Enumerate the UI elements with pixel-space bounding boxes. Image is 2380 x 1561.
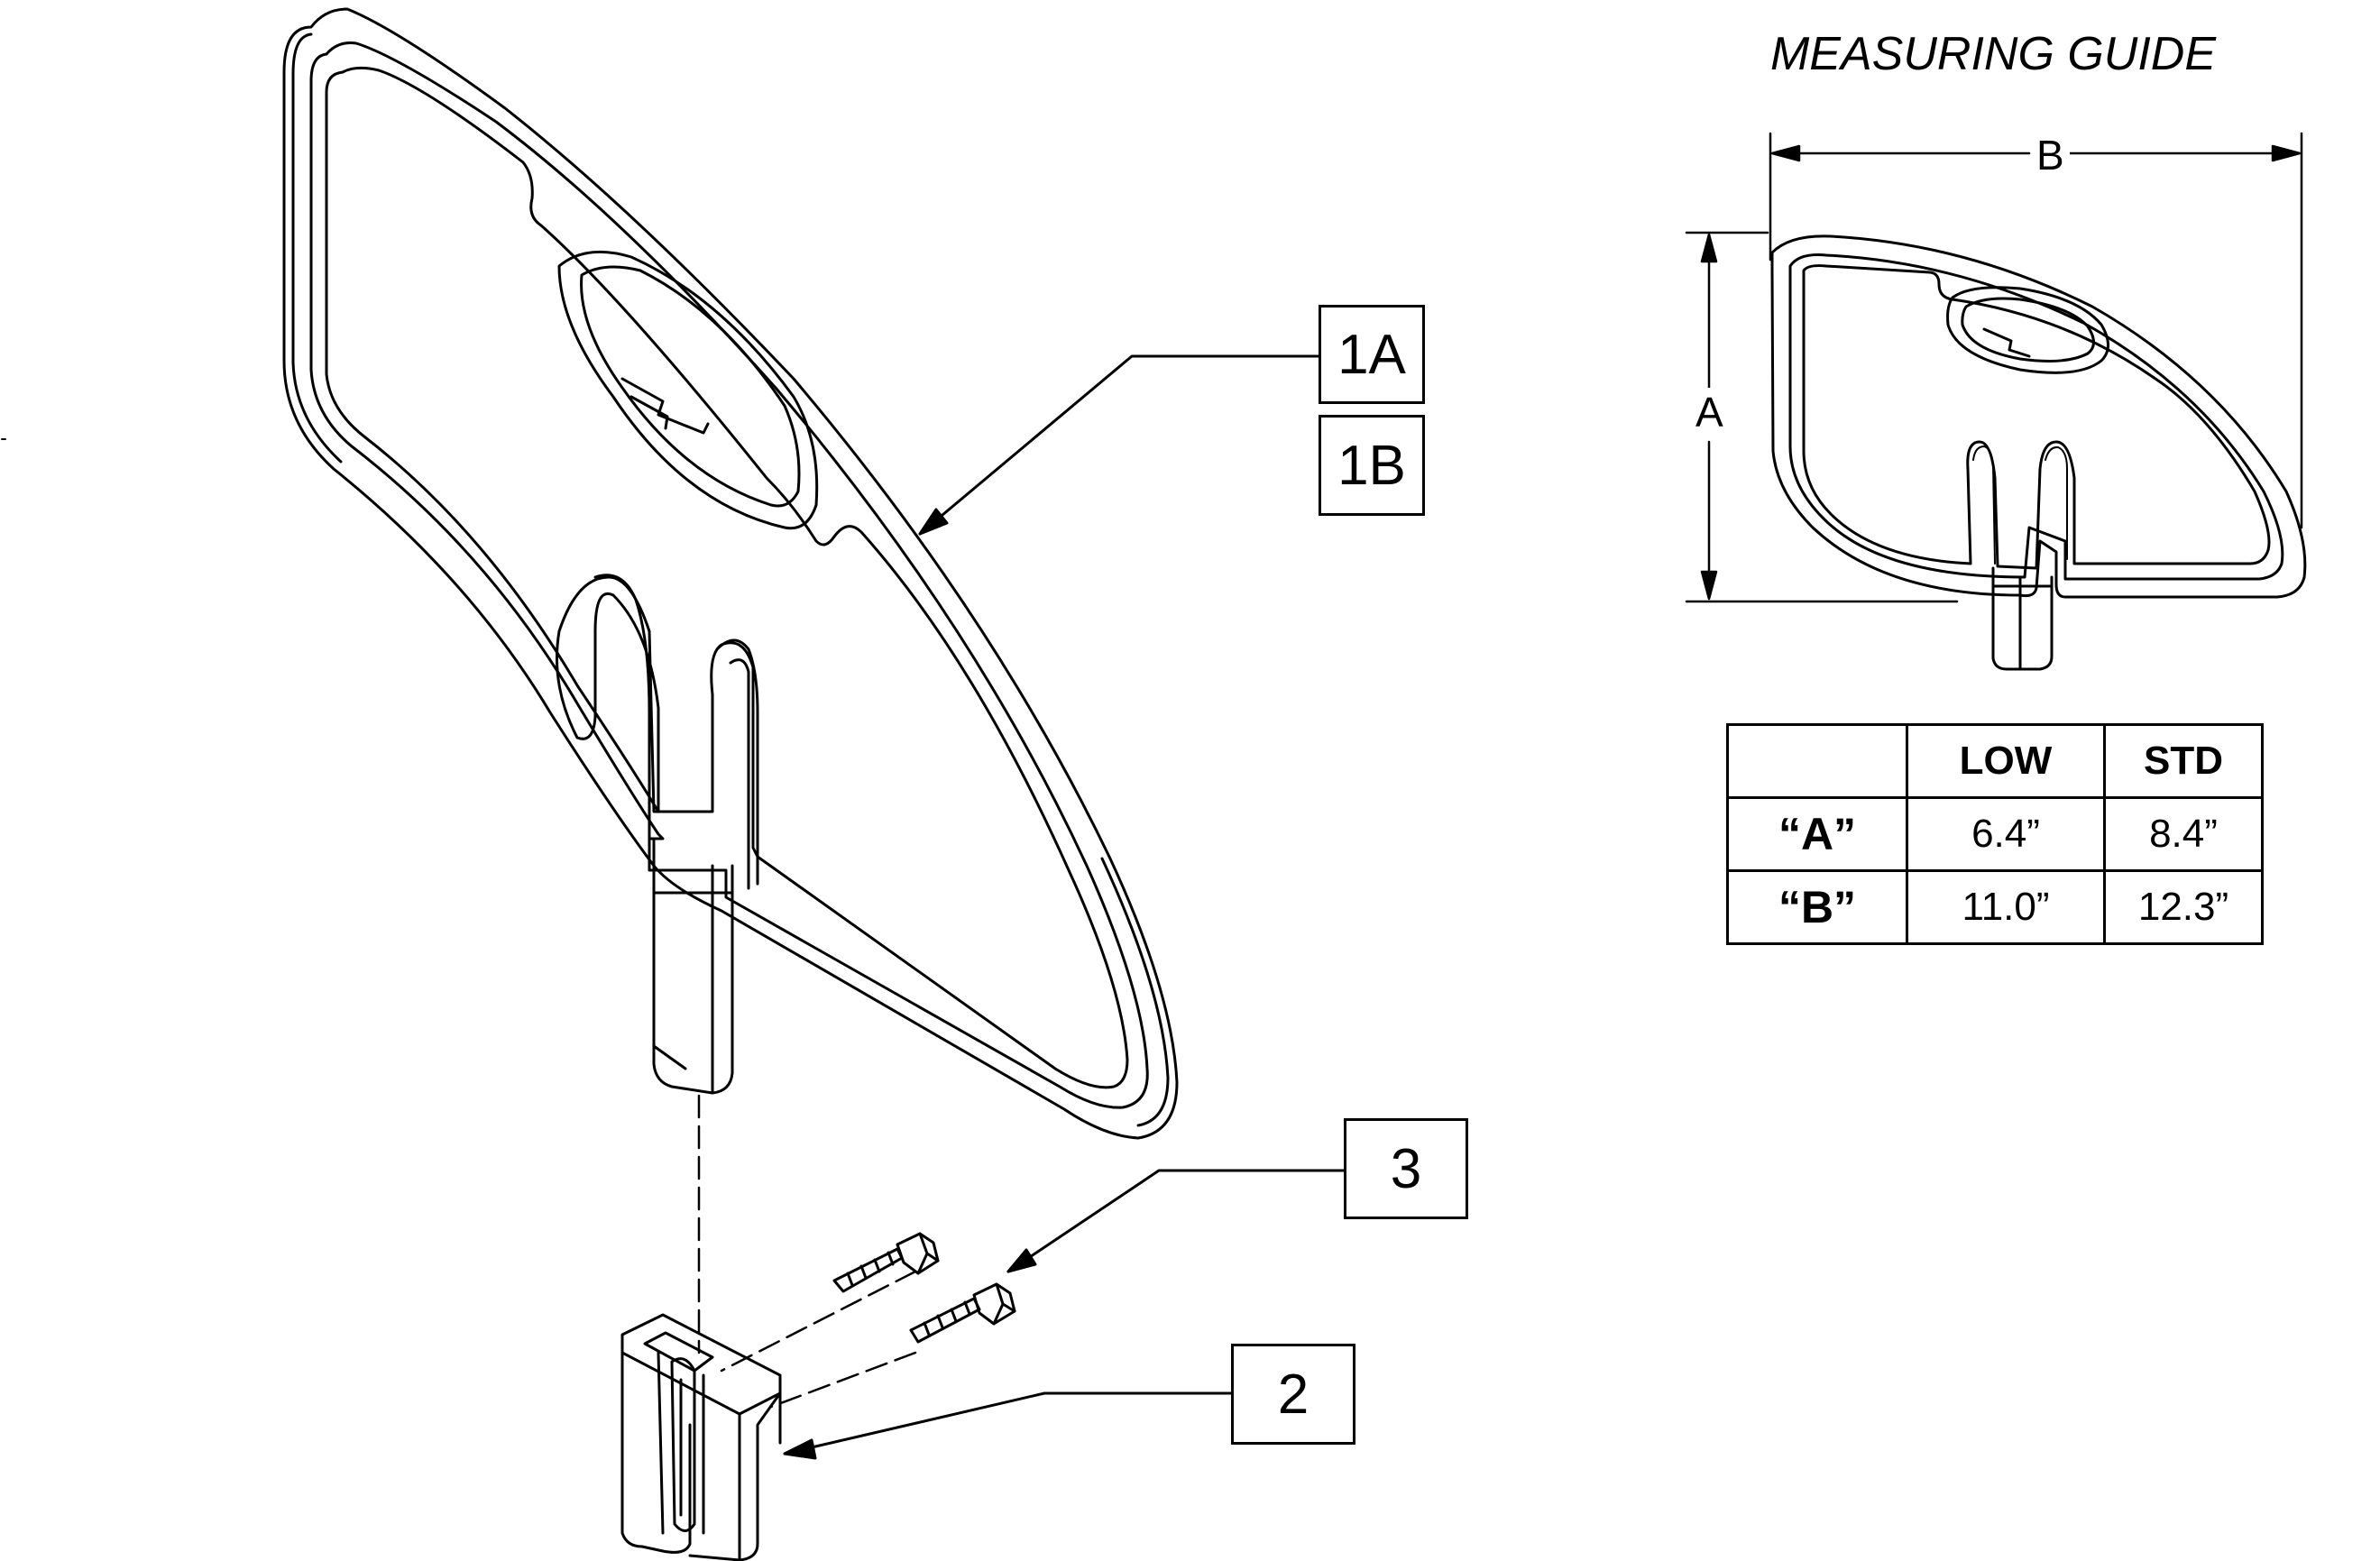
row-label: “B” <box>1726 869 1908 945</box>
table-cell: 8.4” <box>2103 796 2264 872</box>
table-header-cell: LOW <box>1906 723 2106 799</box>
callout-3: 3 <box>1344 1118 1468 1219</box>
measuring-guide-drawing <box>1770 234 2307 671</box>
table-header-row: LOW STD <box>1726 723 2264 799</box>
table-cell: 11.0” <box>1906 869 2106 945</box>
leader-lines <box>783 354 1346 1460</box>
table-header-cell: STD <box>2103 723 2264 799</box>
receiver-bracket <box>620 1313 782 1561</box>
assembly-guide-line <box>769 1351 917 1409</box>
callout-1b: 1B <box>1319 415 1425 516</box>
table-row: “B” 11.0” 12.3” <box>1726 869 2264 945</box>
screw <box>909 1282 1016 1344</box>
screw <box>832 1232 940 1293</box>
callout-1a: 1A <box>1319 305 1425 404</box>
table-cell: 12.3” <box>2103 869 2264 945</box>
assembly-guide-line <box>720 1270 917 1373</box>
measuring-guide-title: MEASURING GUIDE <box>1769 28 2217 80</box>
armrest-panel <box>282 7 1179 1140</box>
size-table: LOW STD “A” 6.4” 8.4” “B” 11.0” 12.3” <box>1726 723 2264 945</box>
dimension-lines <box>1685 132 2303 603</box>
table-header-cell <box>1726 723 1908 799</box>
table-cell: 6.4” <box>1906 796 2106 872</box>
dimension-a-label: A <box>1690 388 1729 436</box>
dimension-b-label: B <box>2031 131 2070 179</box>
callout-2: 2 <box>1231 1344 1355 1445</box>
row-label: “A” <box>1726 796 1908 872</box>
table-row: “A” 6.4” 8.4” <box>1726 796 2264 872</box>
